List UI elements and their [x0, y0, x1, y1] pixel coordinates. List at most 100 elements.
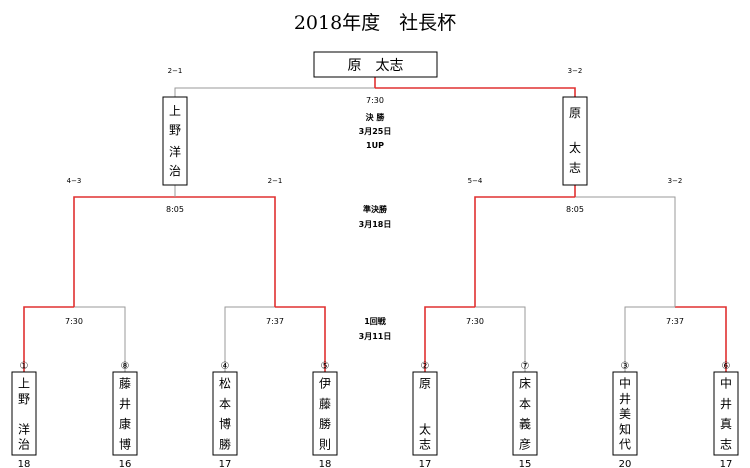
first-date: 3月11日: [359, 332, 392, 341]
finalist-right: 原 太 志: [562, 96, 588, 186]
player-name-char: 勝: [219, 437, 231, 452]
final-note: 1UP: [366, 141, 384, 150]
player-name-char: 志: [419, 438, 431, 452]
player-seed: ⑤: [321, 361, 330, 372]
page-title: 2018年度 社長杯: [294, 12, 456, 34]
semi-time-right: 8:05: [566, 205, 584, 214]
player-box: [612, 371, 638, 456]
player-name-char: 志: [720, 438, 732, 452]
player-name-char: 太: [419, 421, 431, 436]
semi-score-left-a: 4−3: [67, 177, 82, 185]
player-value: 15: [519, 459, 532, 468]
player-5: ② 原太志 17: [412, 361, 438, 468]
finalist-left-char: 上: [169, 104, 181, 118]
player-box: [11, 371, 37, 456]
semi-date: 3月18日: [359, 220, 392, 229]
player-value: 17: [419, 459, 432, 468]
player-name-char: 知: [619, 422, 631, 436]
player-name-char: 原: [419, 377, 431, 391]
semi-time-left: 8:05: [166, 205, 184, 214]
player-name-char: 藤: [119, 377, 131, 391]
semi-score-right-b: 3−2: [668, 177, 683, 185]
player-name-char: 本: [519, 397, 531, 411]
player-name-char: 博: [119, 437, 131, 452]
player-name-char: 彦: [519, 437, 531, 452]
finalist-left: 上 野 洋 治: [162, 96, 188, 186]
player-name-char: 伊: [319, 377, 331, 391]
player-name-char: 洋: [18, 421, 30, 436]
player-name-char: 治: [18, 438, 30, 452]
player-seed: ①: [20, 361, 29, 372]
player-name-char: 中: [720, 376, 732, 391]
player-name-char: 代: [619, 438, 631, 452]
line-r1-p5: [275, 306, 326, 372]
player-name-char: 藤: [319, 397, 331, 411]
player-box: [713, 371, 739, 456]
player-name-char: 勝: [319, 416, 331, 431]
line-final-left: [174, 87, 375, 97]
player-seed: ⑥: [722, 361, 731, 372]
player-name-char: 床: [519, 377, 531, 391]
line-r1-p4: [224, 306, 275, 372]
player-name-char: 中: [619, 376, 631, 391]
finalist-left-char: 治: [169, 164, 181, 178]
player-value: 18: [18, 459, 31, 468]
player-name-char: 本: [219, 397, 231, 411]
line-final-right: [375, 87, 576, 97]
player-name-char: 松: [219, 377, 231, 391]
player-name-char: 博: [219, 416, 231, 431]
final-score-right: 3−2: [568, 67, 583, 75]
final-round-name: 決 勝: [366, 112, 386, 122]
player-name-char: 康: [119, 416, 131, 431]
player-seed: ④: [221, 361, 230, 372]
first-time-3: 7:30: [466, 317, 484, 326]
player-name-char: 則: [319, 438, 331, 452]
finalist-right-char: 原: [569, 106, 581, 120]
player-value: 17: [219, 459, 232, 468]
player-box: [212, 371, 238, 456]
line-sf-left-b: [175, 196, 276, 307]
player-name-char: 野: [18, 392, 30, 406]
player-list: ①上野洋治18⑧藤井康博16④松本博勝17⑤伊藤勝則18②原太志17⑦床本義彦1…: [11, 361, 739, 468]
semi-score-right-a: 5−4: [468, 177, 483, 185]
player-seed: ⑦: [521, 361, 530, 372]
player-box: [512, 371, 538, 456]
first-time-2: 7:37: [266, 317, 284, 326]
player-value: 18: [319, 459, 332, 468]
finalist-left-char: 野: [169, 123, 181, 137]
line-sf-right-a: [474, 196, 575, 307]
finalist-left-char: 洋: [169, 144, 181, 159]
player-box: [312, 371, 338, 456]
final-score-left: 2−1: [168, 67, 183, 75]
line-sf-right-b: [575, 196, 676, 307]
line-r1-p6: [675, 306, 727, 372]
line-r1-p1: [23, 306, 74, 372]
player-name-char: 上: [18, 377, 30, 391]
semi-score-left-b: 2−1: [268, 177, 283, 185]
player-seed: ⑧: [121, 361, 130, 372]
semi-round-name: 準決勝: [363, 204, 388, 214]
player-seed: ②: [421, 361, 430, 372]
player-name-char: 井: [720, 397, 732, 411]
player-value: 16: [119, 459, 132, 468]
line-r1-p2: [424, 306, 475, 372]
player-box: [112, 371, 138, 456]
champion-box: [313, 51, 438, 78]
champion-name: 原 太志: [348, 58, 404, 74]
player-box: [412, 371, 438, 456]
final-date: 3月25日: [359, 127, 392, 136]
player-name-char: 井: [119, 397, 131, 411]
player-seed: ③: [621, 361, 630, 372]
line-sf-left-a: [73, 196, 175, 307]
first-time-4: 7:37: [666, 317, 684, 326]
player-value: 17: [720, 459, 733, 468]
finalist-right-char: 志: [569, 161, 581, 175]
player-name-char: 美: [619, 407, 631, 421]
